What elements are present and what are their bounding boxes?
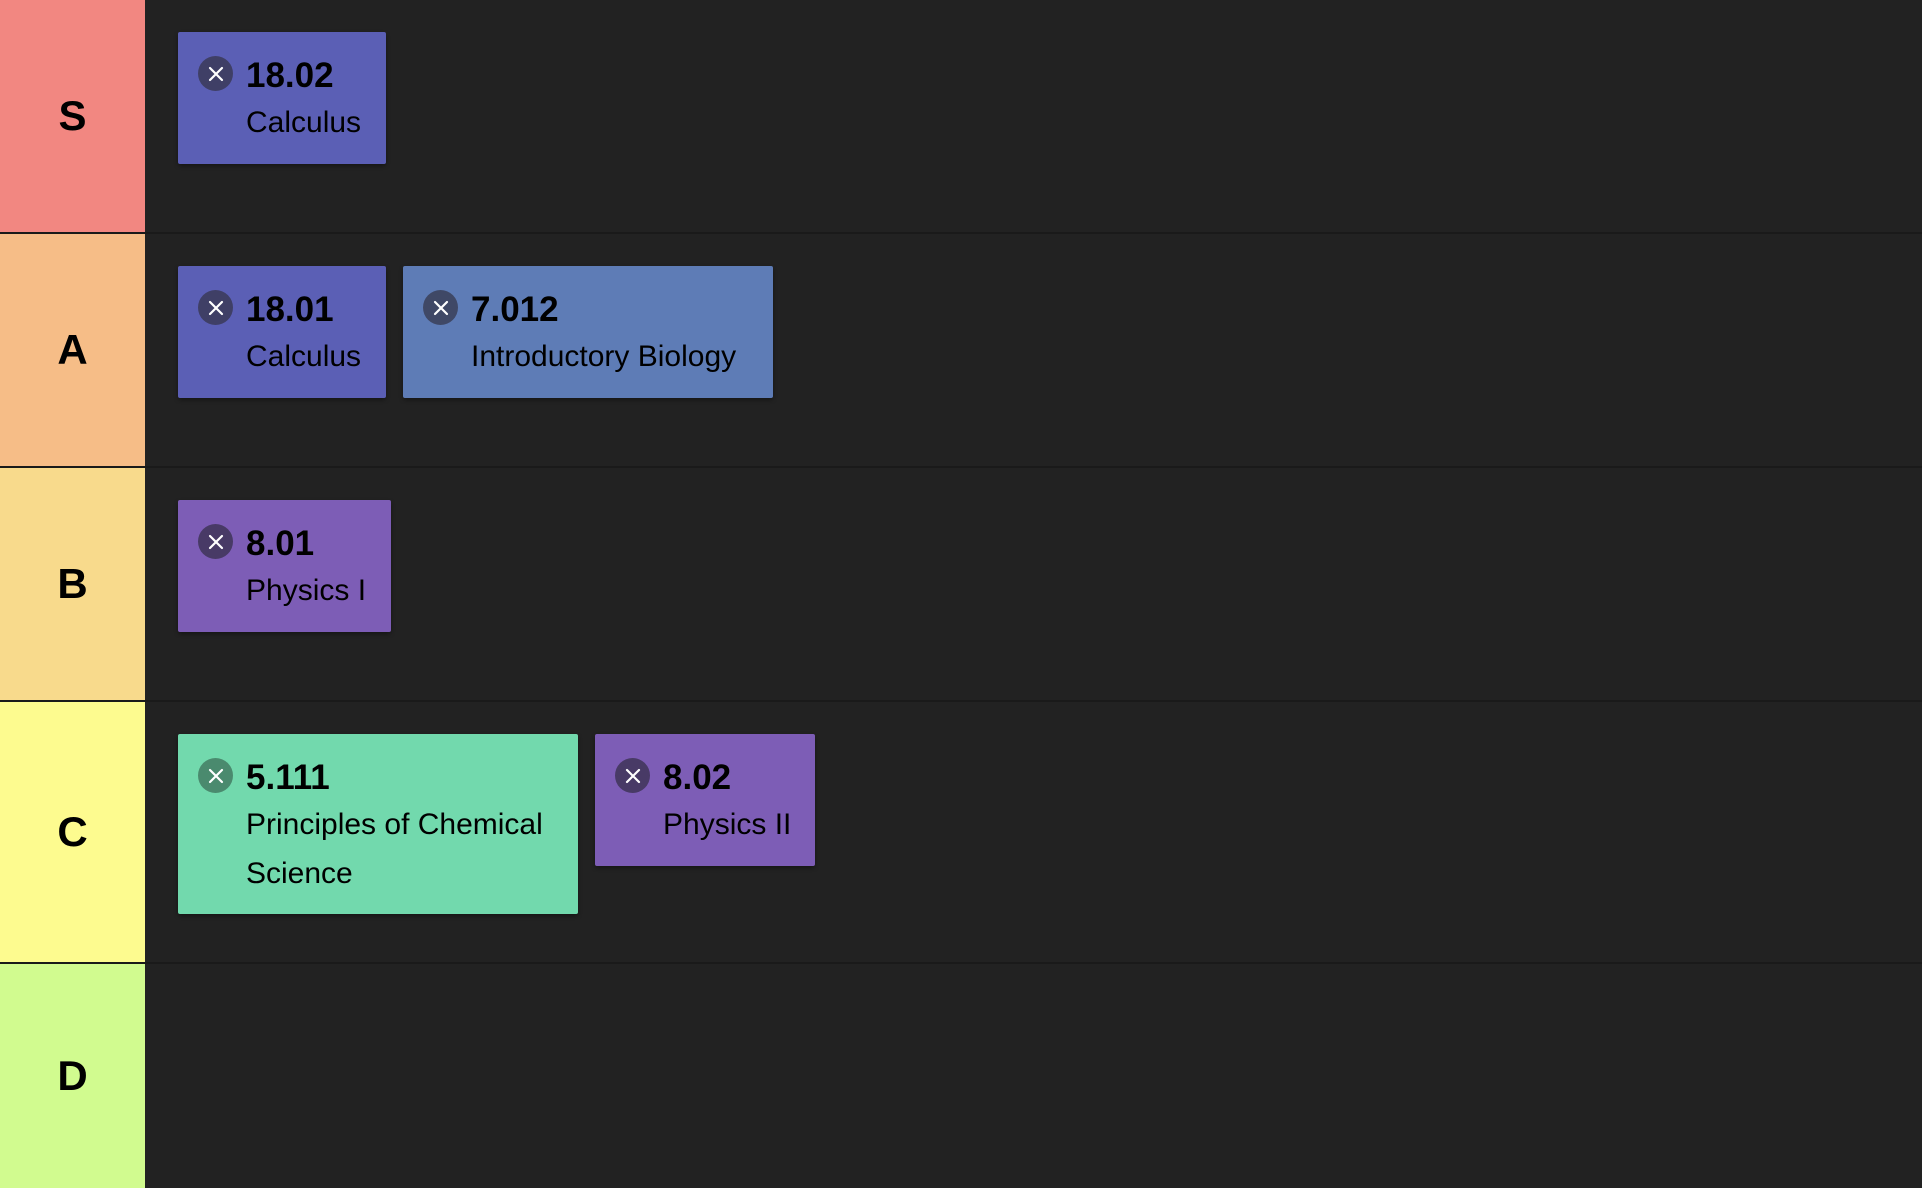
remove-course-button[interactable] (198, 290, 233, 325)
tier-row-c: C 5.111 Principles of Chemical Science 8… (0, 702, 1922, 964)
tier-label-d[interactable]: D (0, 964, 145, 1188)
course-title: Introductory Biology (471, 340, 737, 373)
tier-dropzone-b[interactable]: 8.01 Physics I (145, 468, 1922, 700)
close-icon (208, 300, 223, 315)
tier-dropzone-s[interactable]: 18.02 Calculus (145, 0, 1922, 232)
remove-course-button[interactable] (423, 290, 458, 325)
course-title: Physics II (663, 808, 792, 841)
course-title: Physics I (246, 574, 367, 607)
course-card[interactable]: 18.01 Calculus (178, 266, 386, 398)
tier-label-a[interactable]: A (0, 234, 145, 466)
tier-row-b: B 8.01 Physics I (0, 468, 1922, 702)
course-card[interactable]: 5.111 Principles of Chemical Science (178, 734, 578, 914)
course-number: 5.111 (246, 758, 330, 797)
close-icon (433, 300, 448, 315)
tier-dropzone-a[interactable]: 18.01 Calculus 7.012 Introductory Biolog… (145, 234, 1922, 466)
tier-dropzone-d[interactable] (145, 964, 1922, 1188)
tier-dropzone-c[interactable]: 5.111 Principles of Chemical Science 8.0… (145, 702, 1922, 962)
remove-course-button[interactable] (198, 56, 233, 91)
tier-label-b[interactable]: B (0, 468, 145, 700)
course-number: 18.02 (246, 56, 334, 95)
course-card[interactable]: 18.02 Calculus (178, 32, 386, 164)
remove-course-button[interactable] (615, 758, 650, 793)
course-card[interactable]: 8.01 Physics I (178, 500, 391, 632)
remove-course-button[interactable] (198, 758, 233, 793)
close-icon (208, 534, 223, 549)
tier-label-s[interactable]: S (0, 0, 145, 232)
course-title: Principles of Chemical Science (246, 808, 543, 890)
course-number: 18.01 (246, 290, 334, 329)
course-card[interactable]: 7.012 Introductory Biology (403, 266, 773, 398)
close-icon (208, 66, 223, 81)
tier-row-a: A 18.01 Calculus 7.012 Introductory Biol… (0, 234, 1922, 468)
course-title: Calculus (246, 106, 362, 139)
course-title: Calculus (246, 340, 362, 373)
tier-row-s: S 18.02 Calculus (0, 0, 1922, 234)
course-card[interactable]: 8.02 Physics II (595, 734, 815, 866)
close-icon (208, 768, 223, 783)
tier-row-d: D (0, 964, 1922, 1188)
course-number: 8.02 (663, 758, 732, 797)
tier-label-c[interactable]: C (0, 702, 145, 962)
remove-course-button[interactable] (198, 524, 233, 559)
close-icon (625, 768, 640, 783)
course-number: 8.01 (246, 524, 315, 563)
course-number: 7.012 (471, 290, 559, 329)
